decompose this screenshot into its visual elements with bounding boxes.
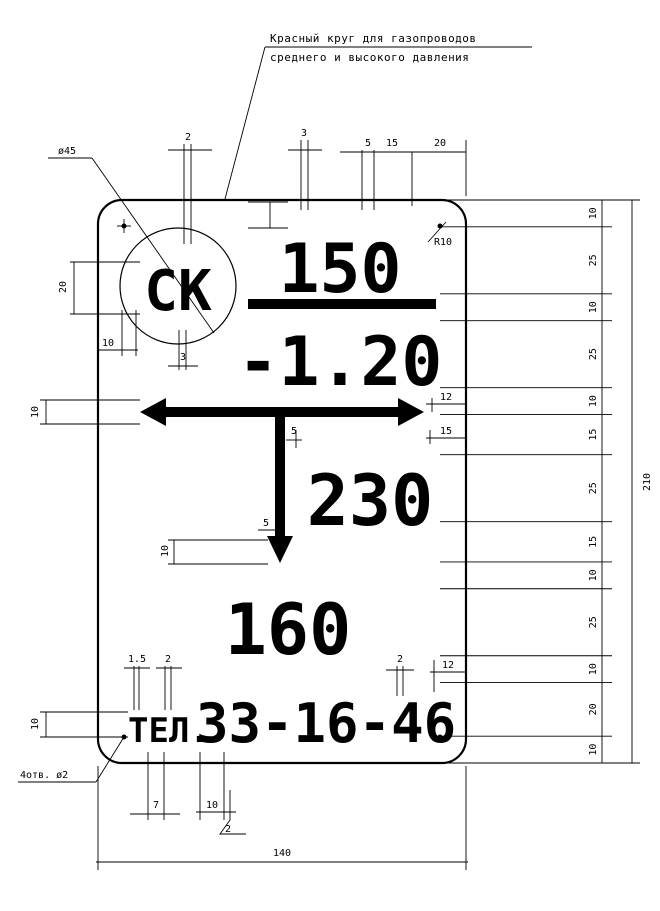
dim-chain-label: 10 xyxy=(588,569,599,581)
svg-text:20: 20 xyxy=(58,281,69,293)
svg-text:20: 20 xyxy=(434,138,446,149)
svg-text:3: 3 xyxy=(301,128,307,139)
pipe-diameter: 150 xyxy=(279,230,402,309)
dim-chain-label: 25 xyxy=(588,616,599,628)
dim-chain-label: 20 xyxy=(588,703,599,715)
phone-prefix: ТЕЛ. xyxy=(128,711,210,751)
dim-chain-label: 10 xyxy=(588,663,599,675)
svg-text:5: 5 xyxy=(291,426,297,437)
svg-text:15: 15 xyxy=(386,138,398,149)
circle-code: СК xyxy=(144,259,212,324)
svg-text:2: 2 xyxy=(185,132,191,143)
svg-text:2: 2 xyxy=(165,654,171,665)
dim-chain-label: 25 xyxy=(588,348,599,360)
svg-text:5: 5 xyxy=(365,138,371,149)
pipe-depth: -1.20 xyxy=(238,323,443,402)
mounting-hole-icon xyxy=(437,223,443,229)
dim-chain-label: 25 xyxy=(588,254,599,266)
double-arrow-icon xyxy=(140,398,424,426)
note-line-1: Красный круг для газопроводов xyxy=(270,32,477,45)
svg-text:12: 12 xyxy=(440,392,452,403)
dim-top-group: 2 3 5 15 20 xyxy=(168,128,467,244)
svg-text:210: 210 xyxy=(642,473,653,491)
svg-text:7: 7 xyxy=(153,800,159,811)
dim-chain-label: 15 xyxy=(588,536,599,548)
second-number: 160 xyxy=(225,589,351,671)
dim-height-group: 210 xyxy=(480,199,653,764)
note-line-2: среднего и высокого давления xyxy=(270,51,469,64)
dim-r10: R10 xyxy=(434,237,452,248)
svg-text:3: 3 xyxy=(180,352,186,363)
fraction-bar xyxy=(248,299,436,309)
dim-chain-label: 10 xyxy=(588,744,599,756)
svg-text:5: 5 xyxy=(263,518,269,529)
svg-text:2: 2 xyxy=(225,824,231,835)
dim-chain-label: 15 xyxy=(588,429,599,441)
svg-text:1.5: 1.5 xyxy=(128,654,146,665)
svg-text:2: 2 xyxy=(397,654,403,665)
svg-text:140: 140 xyxy=(273,848,291,859)
svg-text:10: 10 xyxy=(30,406,41,418)
dim-bottom-group: 1.5 2 2 12 4отв. ø2 7 10 2 140 xyxy=(18,654,468,870)
svg-text:10: 10 xyxy=(102,338,114,349)
dim-d45: ø45 xyxy=(58,146,76,157)
dim-chain-label: 10 xyxy=(588,301,599,313)
svg-text:12: 12 xyxy=(442,660,454,671)
phone-number: 33-16-46 xyxy=(196,692,456,755)
dim-mid-group: 12 5 15 5 xyxy=(258,392,466,531)
svg-text:10: 10 xyxy=(30,718,41,730)
svg-text:4отв. ø2: 4отв. ø2 xyxy=(20,770,68,781)
svg-text:15: 15 xyxy=(440,426,452,437)
down-arrow-icon xyxy=(267,417,293,563)
dim-chain-label: 25 xyxy=(588,482,599,494)
distance-value: 230 xyxy=(307,460,433,542)
pressure-circle xyxy=(119,227,237,345)
mounting-hole-icon xyxy=(117,219,131,233)
dim-chain-label: 10 xyxy=(588,207,599,219)
svg-text:10: 10 xyxy=(206,800,218,811)
dim-chain-label: 10 xyxy=(588,395,599,407)
svg-text:10: 10 xyxy=(160,545,171,557)
dim-left-group: 20 10 3 10 10 10 xyxy=(30,261,268,738)
